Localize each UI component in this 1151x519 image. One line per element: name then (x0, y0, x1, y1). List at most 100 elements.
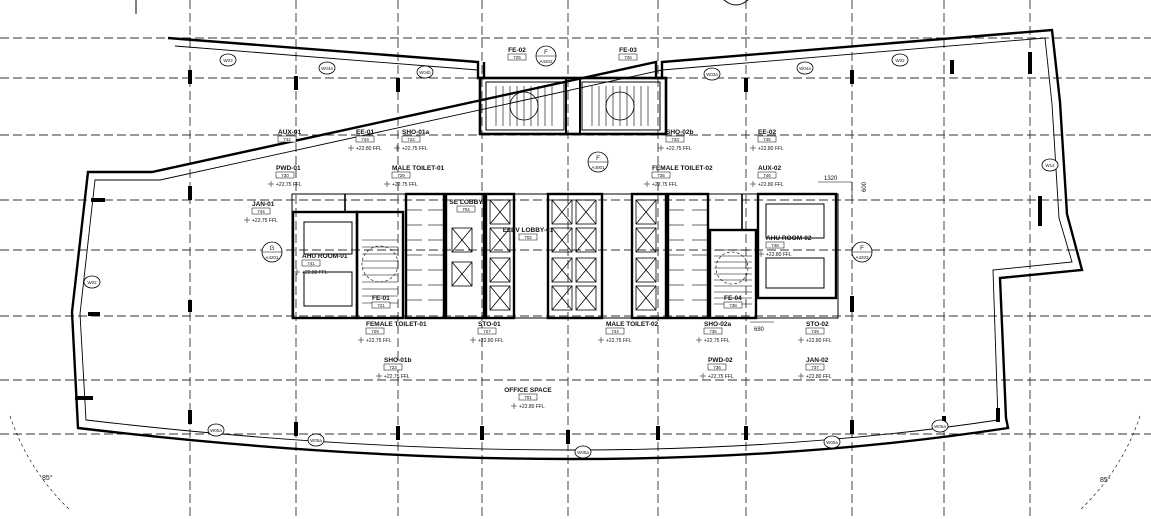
wall-tag: W05a (823, 435, 841, 449)
svg-text:+22.80 FFL: +22.80 FFL (758, 182, 784, 188)
svg-text:A4201: A4201 (265, 255, 279, 260)
svg-text:748: 748 (771, 243, 779, 248)
svg-text:+22.75 FFL: +22.75 FFL (366, 338, 392, 344)
dim-600: 600 (862, 181, 868, 192)
svg-text:+22.75 FFL: +22.75 FFL (402, 146, 428, 152)
svg-text:+22.75 FFL: +22.75 FFL (652, 182, 678, 188)
svg-text:AHU ROOM-01: AHU ROOM-01 (302, 253, 348, 260)
svg-text:A4001: A4001 (591, 165, 605, 170)
svg-text:738: 738 (729, 303, 737, 308)
svg-text:721: 721 (377, 303, 385, 308)
svg-text:+22.75 FFL: +22.75 FFL (708, 374, 734, 380)
svg-text:743: 743 (361, 137, 369, 142)
svg-text:726: 726 (624, 55, 632, 60)
svg-text:+22.75 FFL: +22.75 FFL (252, 218, 278, 224)
svg-text:G: G (270, 246, 275, 252)
svg-text:749: 749 (811, 329, 819, 334)
svg-text:735: 735 (709, 329, 717, 334)
core-walls (291, 192, 839, 320)
svg-text:PWD-01: PWD-01 (276, 165, 301, 172)
section-marker: F A4001 (587, 151, 609, 173)
svg-text:FEMALE TOILET-01: FEMALE TOILET-01 (366, 321, 427, 328)
wall-tag: W05a (307, 433, 325, 447)
wall-tag: W02 (891, 53, 909, 67)
wall-tag: W04a (318, 61, 336, 75)
svg-text:+22.80 FFL: +22.80 FFL (519, 404, 545, 410)
svg-text:SE LOBBY: SE LOBBY (449, 199, 483, 206)
svg-text:+22.75 FFL: +22.75 FFL (666, 146, 692, 152)
svg-text:W05a: W05a (826, 440, 838, 445)
svg-text:F: F (544, 50, 548, 56)
svg-text:722: 722 (407, 137, 415, 142)
svg-text:734: 734 (611, 329, 619, 334)
svg-text:745: 745 (763, 137, 771, 142)
svg-text:FE-01: FE-01 (372, 295, 390, 302)
svg-text:+22.75 FFL: +22.75 FFL (704, 338, 730, 344)
svg-text:723: 723 (389, 365, 397, 370)
svg-text:+22.80 FFL: +22.80 FFL (356, 146, 382, 152)
svg-text:735: 735 (657, 173, 665, 178)
dim-1320: 1320 (824, 176, 838, 182)
svg-text:W05a: W05a (577, 450, 589, 455)
svg-text:733: 733 (671, 137, 679, 142)
svg-text:725: 725 (513, 55, 521, 60)
svg-text:OFFICE SPACE: OFFICE SPACE (504, 387, 552, 394)
svg-text:W14: W14 (1045, 163, 1055, 168)
svg-text:AUX-02: AUX-02 (758, 165, 782, 172)
svg-text:W05a: W05a (934, 424, 946, 429)
svg-text:702: 702 (524, 235, 532, 240)
wall-tag: W02 (83, 275, 101, 289)
svg-text:F: F (860, 246, 864, 252)
svg-text:FE-02: FE-02 (508, 47, 526, 54)
wall-tag: W03a (703, 67, 721, 81)
wall-tag: W03 (219, 53, 237, 67)
svg-text:+22.75 FFL: +22.75 FFL (392, 182, 418, 188)
svg-text:W05a: W05a (310, 438, 322, 443)
svg-text:PWD-02: PWD-02 (708, 357, 733, 364)
svg-text:746: 746 (763, 173, 771, 178)
svg-text:EE-01: EE-01 (356, 129, 374, 136)
svg-text:W03a: W03a (706, 72, 718, 77)
svg-text:727: 727 (483, 329, 491, 334)
svg-text:730: 730 (281, 173, 289, 178)
svg-text:FE-04: FE-04 (724, 295, 742, 302)
svg-text:ELEV LOBBY-01: ELEV LOBBY-01 (503, 227, 554, 234)
svg-text:SHO-01b: SHO-01b (384, 357, 411, 364)
svg-text:MALE TOILET-01: MALE TOILET-01 (392, 165, 445, 172)
svg-text:+22.80 FFL: +22.80 FFL (478, 338, 504, 344)
svg-text:W02: W02 (895, 58, 905, 63)
svg-text:FE-03: FE-03 (619, 47, 637, 54)
wall-tag: W04b (416, 65, 434, 79)
svg-text:736: 736 (713, 365, 721, 370)
svg-text:F: F (596, 156, 600, 162)
svg-text:+22.80 FFL: +22.80 FFL (806, 374, 832, 380)
svg-text:SHO-02b: SHO-02b (666, 129, 693, 136)
svg-text:W04a: W04a (799, 66, 811, 71)
svg-text:741: 741 (307, 261, 315, 266)
svg-text:+22.75 FFL: +22.75 FFL (276, 182, 302, 188)
svg-text:FEMALE TOILET-02: FEMALE TOILET-02 (652, 165, 713, 172)
svg-text:742: 742 (283, 137, 291, 142)
svg-text:W02: W02 (87, 280, 97, 285)
svg-text:+22.75 FFL: +22.75 FFL (606, 338, 632, 344)
wall-tag: W04a (796, 61, 814, 75)
